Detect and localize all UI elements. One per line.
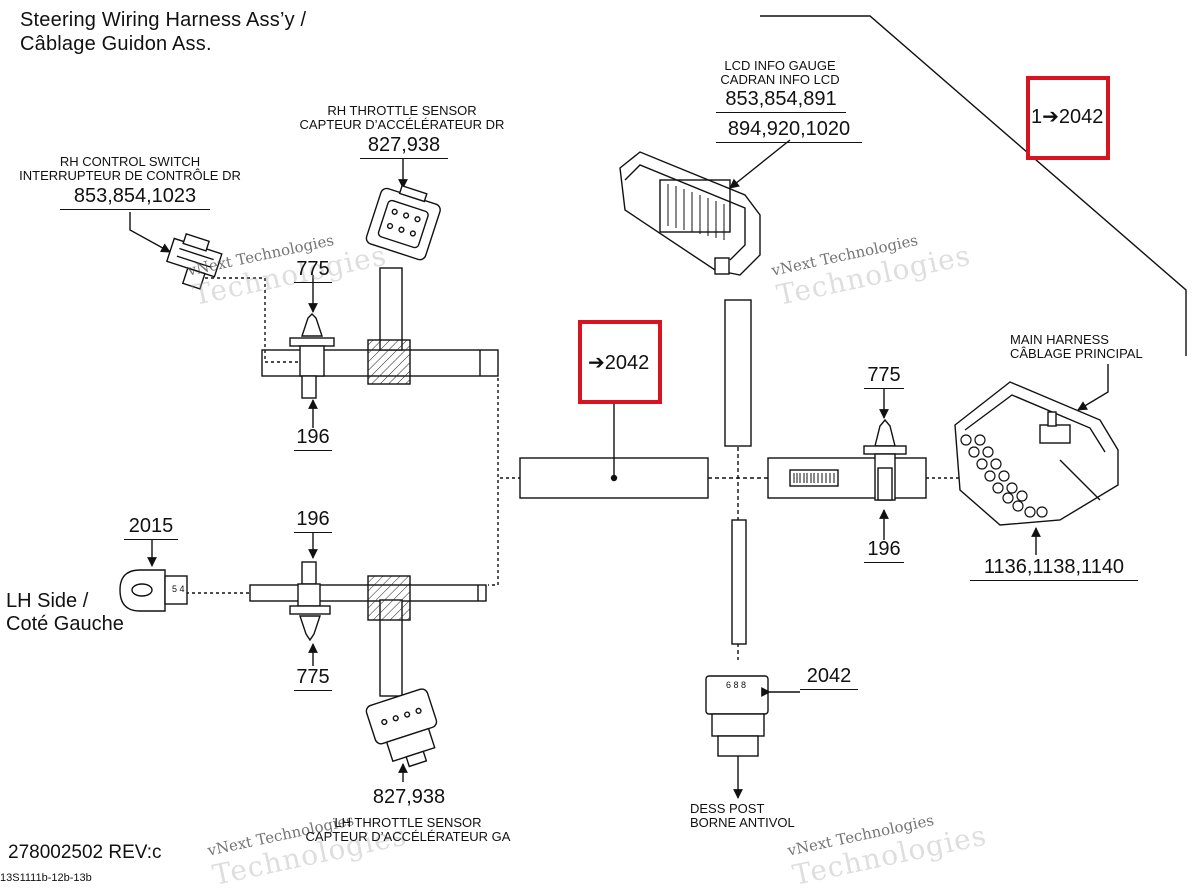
lh-side-label: LH Side / Coté Gauche xyxy=(6,590,124,636)
highlight-box-top-right[interactable]: 1➔2042 xyxy=(1026,76,1110,160)
lcd-info-gauge-en: LCD INFO GAUGE xyxy=(724,58,836,73)
lh-side-line-1: LH Side / xyxy=(6,590,89,612)
rh-throttle-sensor-refs: 827,938 xyxy=(360,134,448,159)
highlight-top-right-text: 1➔2042 xyxy=(1031,106,1104,128)
dess-pin-marks: 6 8 8 xyxy=(726,680,747,690)
callout-tie-right-top: 775 xyxy=(864,364,904,389)
dess-post-label: DESS POST BORNE ANTIVOL xyxy=(690,801,795,830)
drawing-id: 13S1111b-12b-13b xyxy=(0,872,92,884)
title-line-1: Steering Wiring Harness Ass’y / xyxy=(20,9,307,31)
leader-main-harness xyxy=(1077,364,1109,411)
dess-post-fr: BORNE ANTIVOL xyxy=(690,815,795,830)
callout-tie-lower-top: 196 xyxy=(294,508,332,533)
lh-throttle-sensor-en: LH THROTTLE SENSOR xyxy=(334,815,482,830)
rh-control-switch-fr: INTERRUPTEUR DE CONTRÔLE DR xyxy=(19,168,241,183)
diagram-title: Steering Wiring Harness Ass’y / Câblage … xyxy=(20,8,306,56)
highlight-box-center[interactable]: ➔2042 xyxy=(578,320,662,404)
main-harness-refs: 1136,1138,1140 xyxy=(970,556,1138,581)
dess-post-ref: 2042 xyxy=(800,665,858,690)
lh-side-line-2: Coté Gauche xyxy=(6,613,124,635)
main-harness-en: MAIN HARNESS xyxy=(1010,332,1109,347)
document-number: 278002502 REV:c xyxy=(8,842,162,863)
lcd-info-gauge-refs-2: 894,920,1020 xyxy=(716,118,862,143)
leader-lcd xyxy=(729,139,791,189)
lcd-info-gauge-label: LCD INFO GAUGE CADRAN INFO LCD xyxy=(700,59,860,87)
title-line-2: Câblage Guidon Ass. xyxy=(20,33,212,55)
main-harness-label: MAIN HARNESS CÂBLAGE PRINCIPAL xyxy=(1010,333,1146,361)
lcd-info-gauge-fr: CADRAN INFO LCD xyxy=(720,72,840,87)
leader-rh-control-switch xyxy=(129,212,171,253)
dess-post-en: DESS POST xyxy=(690,801,765,816)
lcd-info-gauge-refs-1: 853,854,891 xyxy=(716,88,846,113)
rh-throttle-sensor-label: RH THROTTLE SENSOR CAPTEUR D’ACCÉLÉRATEU… xyxy=(282,104,522,132)
main-harness-fr: CÂBLAGE PRINCIPAL xyxy=(1010,346,1143,361)
callout-lh-connector: 2015 xyxy=(124,515,178,540)
lh-connector-pin-marks: 5 4 xyxy=(172,584,185,594)
rh-control-switch-refs: 853,854,1023 xyxy=(60,185,210,210)
lh-throttle-sensor-refs: 827,938 xyxy=(372,786,446,808)
rh-throttle-sensor-en: RH THROTTLE SENSOR xyxy=(327,103,477,118)
rh-throttle-sensor-fr: CAPTEUR D’ACCÉLÉRATEUR DR xyxy=(299,117,505,132)
rh-control-switch-en: RH CONTROL SWITCH xyxy=(59,154,201,169)
callout-tie-upper-bottom: 196 xyxy=(294,426,332,451)
lh-throttle-sensor-label: LH THROTTLE SENSOR CAPTEUR D’ACCÉLÉRATEU… xyxy=(288,816,528,844)
highlight-center-text: ➔2042 xyxy=(588,352,650,374)
callout-tie-lower-bottom: 775 xyxy=(294,666,332,691)
rh-control-switch-label: RH CONTROL SWITCH INTERRUPTEUR DE CONTRÔ… xyxy=(10,155,250,183)
callout-tie-upper-top: 775 xyxy=(294,258,332,283)
callout-tie-right-bottom: 196 xyxy=(864,538,904,563)
lh-throttle-sensor-fr: CAPTEUR D’ACCÉLÉRATEUR GA xyxy=(305,829,511,844)
